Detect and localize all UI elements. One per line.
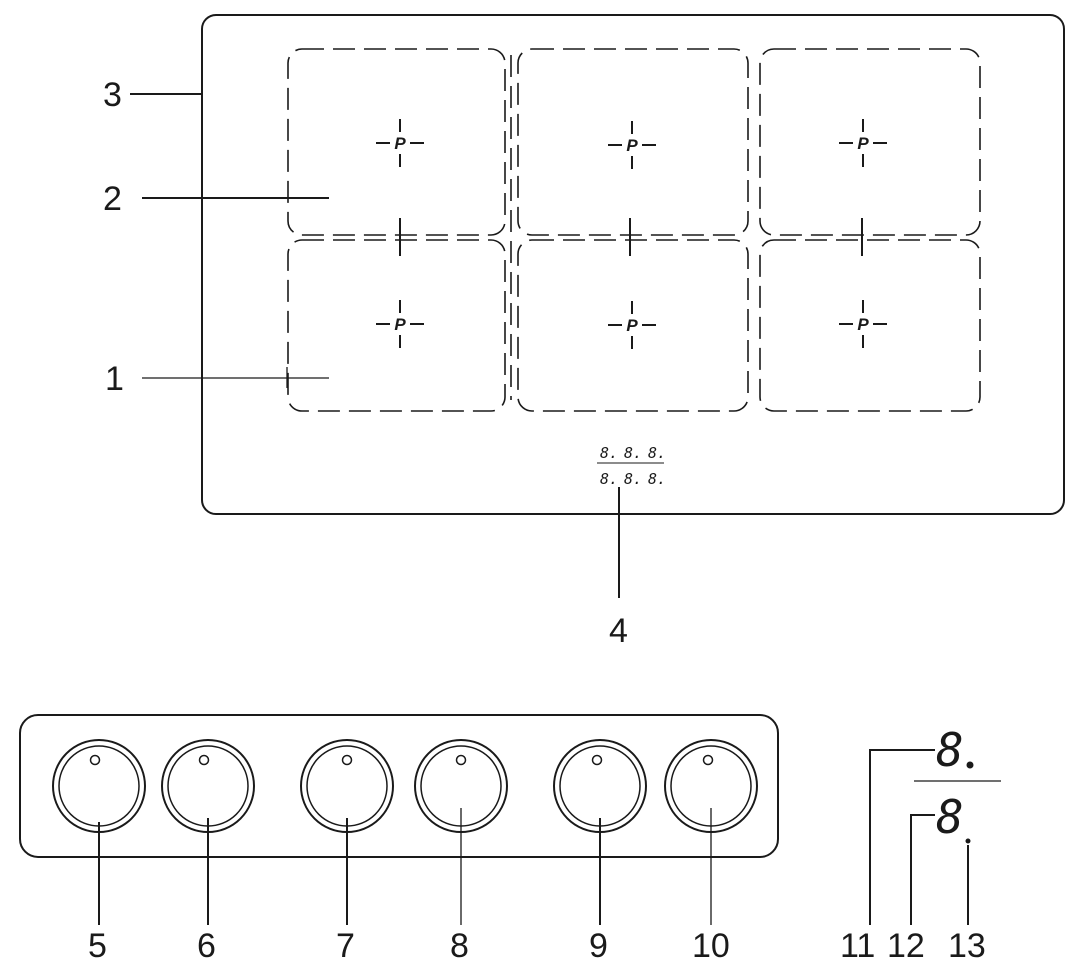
display-digit: 8.	[648, 444, 666, 462]
zone-marker-top-right	[839, 119, 887, 167]
callout-10: 10	[692, 927, 730, 965]
zone-marker-bottom-left	[376, 300, 424, 348]
callout-12: 12	[887, 927, 925, 965]
leader-lines-display	[869, 749, 969, 925]
cooking-zone-top-middle	[517, 48, 749, 236]
zone-marker-bottom-right	[839, 300, 887, 348]
control-panel	[19, 714, 779, 858]
zone-p-label: P	[626, 316, 638, 335]
zone-marker-top-middle	[608, 121, 656, 169]
callout-1: 1	[105, 360, 124, 398]
zone-p-label: P	[394, 315, 406, 334]
display-digit: 8.	[600, 470, 618, 488]
callout-2: 2	[103, 180, 122, 218]
display-digit: 8.	[600, 444, 618, 462]
display-digit: 8.	[648, 470, 666, 488]
callout-3: 3	[103, 76, 122, 114]
display-detail-lower-digit: 8	[936, 790, 964, 844]
callout-9: 9	[589, 927, 608, 965]
control-knob-5[interactable]	[52, 739, 146, 833]
cooking-zones	[287, 48, 981, 412]
zone-marker-bottom-middle	[608, 301, 656, 349]
callout-4: 4	[609, 612, 628, 650]
zone-p-label: P	[857, 315, 869, 334]
cooking-zone-top-left	[287, 48, 506, 236]
zone-join-marks	[399, 218, 863, 256]
display-detail-upper-digit: 8	[936, 723, 964, 777]
leader-lines-top	[130, 93, 620, 598]
hob-display: 8. 8. 8. 8. 8. 8.	[597, 444, 666, 488]
zone-marker-top-left	[376, 119, 424, 167]
zone-markers	[376, 119, 887, 349]
zone-p-label: P	[857, 134, 869, 153]
display-digit: 8.	[624, 470, 642, 488]
cooking-zone-bottom-left	[287, 239, 506, 412]
zone-p-label: P	[626, 136, 638, 155]
callout-11: 11	[840, 927, 875, 965]
hob-glass-top	[201, 14, 1065, 515]
callout-6: 6	[197, 927, 216, 965]
display-detail-upper-dot	[966, 761, 974, 769]
callout-13: 13	[948, 927, 986, 965]
zone-p-label: P	[394, 134, 406, 153]
display-detail-lower-dot	[965, 838, 971, 844]
zone-marker-labels: P P P P P P	[394, 134, 869, 335]
control-knobs	[52, 739, 758, 833]
leader-lines-knobs	[98, 808, 712, 925]
cooking-zone-top-right	[759, 48, 981, 236]
callout-7: 7	[336, 927, 355, 965]
callout-5: 5	[88, 927, 107, 965]
display-digit: 8.	[624, 444, 642, 462]
cooking-zone-bottom-right	[759, 239, 981, 412]
display-detail: 8 8	[914, 723, 1001, 844]
callout-numbers: 3 2 1 4 5 6 7 8 9 10 11 12 13	[88, 76, 986, 965]
cooking-zone-bottom-middle	[517, 239, 749, 412]
callout-8: 8	[450, 927, 469, 965]
